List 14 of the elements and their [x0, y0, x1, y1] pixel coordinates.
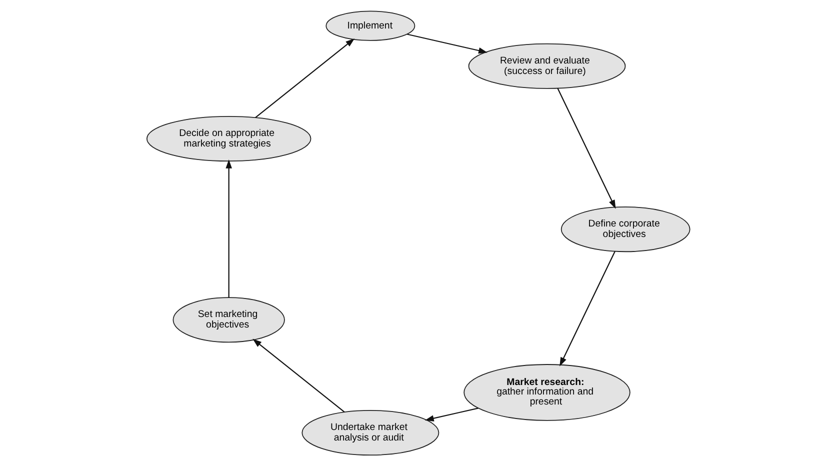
node-ellipse: Decide on appropriate marketing strategies — [146, 116, 311, 162]
arrow — [254, 38, 354, 118]
node-ellipse: Implement — [325, 10, 415, 41]
arrow — [556, 88, 616, 209]
arrow — [424, 408, 478, 422]
node-ellipse: Market research: gather information and present — [463, 364, 630, 421]
node-ellipse: Review and evaluate (success or failure) — [468, 43, 626, 89]
arrow — [252, 338, 344, 412]
arrow — [559, 251, 615, 366]
node-ellipse: Set marketing objectives — [172, 297, 284, 343]
node-ellipse: Undertake market analysis or audit — [301, 410, 439, 456]
arrow — [406, 34, 488, 54]
node-ellipse: Define corporate objectives — [560, 206, 690, 252]
arrow — [225, 159, 232, 298]
